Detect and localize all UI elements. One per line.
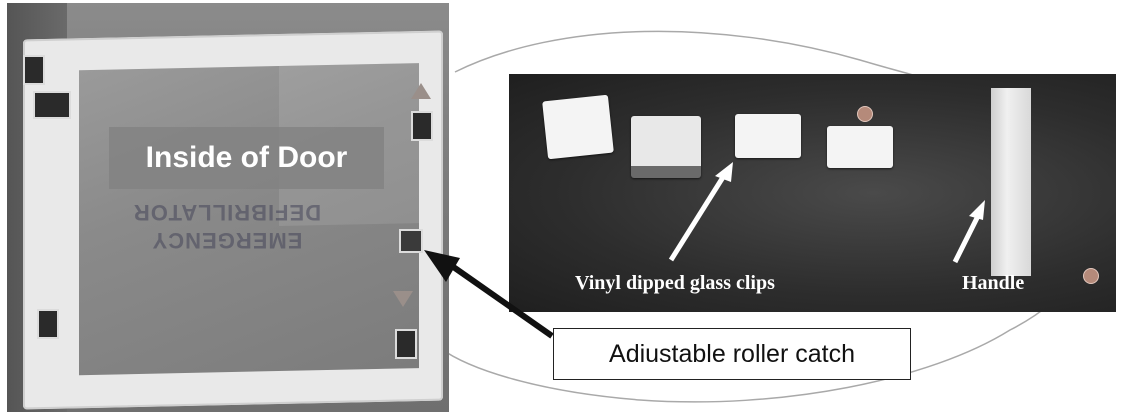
callout-box: Adiustable roller catch: [553, 328, 911, 380]
